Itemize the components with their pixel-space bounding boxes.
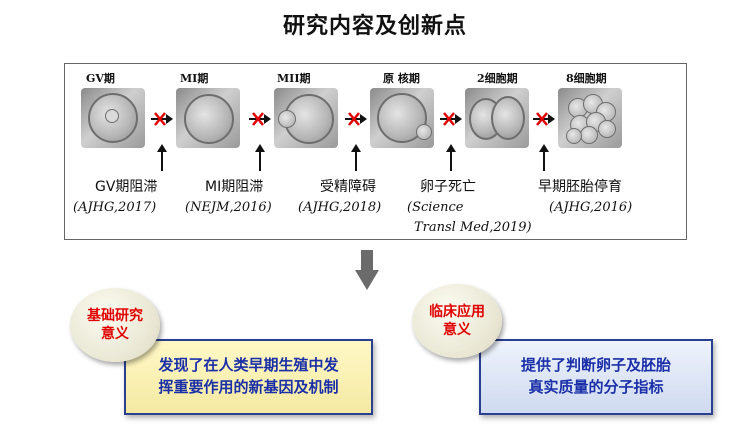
blocked-arrow-icon bbox=[533, 112, 555, 126]
blocked-arrow-icon bbox=[151, 112, 173, 126]
page-title: 研究内容及创新点 bbox=[282, 14, 467, 39]
clinical-significance-box: 提供了判断卵子及胚胎 真实质量的分子指标 bbox=[479, 339, 713, 415]
citation-mii: (AJHG,2018) bbox=[298, 200, 382, 215]
eight-cell-embryo-image bbox=[558, 88, 622, 148]
down-arrow-icon bbox=[355, 250, 379, 290]
citation-gv: (AJHG,2017) bbox=[73, 200, 157, 215]
clinical-bubble-line1: 临床应用 bbox=[429, 304, 485, 320]
two-cell-embryo-image bbox=[465, 88, 529, 148]
stage-label-8cell: 8细胞期 bbox=[566, 72, 607, 85]
clinical-text-line1: 提供了判断卵子及胚胎 bbox=[520, 356, 671, 374]
clinical-bubble: 临床应用 意义 bbox=[412, 284, 502, 358]
basic-research-bubble: 基础研究 意义 bbox=[70, 288, 160, 362]
clinical-bubble-line2: 意义 bbox=[443, 322, 471, 338]
basic-text-line1: 发现了在人类早期生殖中发 bbox=[158, 356, 339, 374]
citation-mi: (NEJM,2016) bbox=[185, 200, 272, 215]
up-arrow-icon bbox=[539, 144, 549, 171]
blocked-arrow-icon bbox=[249, 112, 271, 126]
stage-label-pronuclear: 原 核期 bbox=[383, 72, 420, 85]
up-arrow-icon bbox=[446, 144, 456, 171]
mi-oocyte-image bbox=[176, 88, 240, 148]
citation-pronuclear-line1: (Science bbox=[407, 200, 464, 215]
phenotype-embryo-arrest: 早期胚胎停育 bbox=[538, 179, 622, 195]
stage-label-gv: GV期 bbox=[86, 72, 115, 85]
phenotype-mi-arrest: MI期阻滞 bbox=[205, 179, 264, 195]
phenotype-gv-arrest: GV期阻滞 bbox=[95, 179, 158, 195]
pronuclear-zygote-image bbox=[370, 88, 434, 148]
gv-oocyte-image bbox=[81, 88, 145, 148]
phenotype-fertilization-failure: 受精障碍 bbox=[320, 179, 376, 195]
development-stages-panel: GV期 MI期 MII期 原 核期 2细胞期 8细胞期 bbox=[64, 63, 687, 240]
basic-bubble-line1: 基础研究 bbox=[87, 308, 143, 324]
stage-label-mi: MI期 bbox=[180, 72, 209, 85]
stage-label-mii: MII期 bbox=[277, 72, 311, 85]
basic-research-significance-box: 发现了在人类早期生殖中发 挥重要作用的新基因及机制 bbox=[124, 339, 373, 415]
blocked-arrow-icon bbox=[345, 112, 367, 126]
basic-text-line2: 挥重要作用的新基因及机制 bbox=[158, 378, 339, 396]
mii-oocyte-image bbox=[274, 88, 338, 148]
clinical-text-line2: 真实质量的分子指标 bbox=[528, 378, 664, 396]
citation-pronuclear-line2: Transl Med,2019) bbox=[414, 220, 532, 235]
citation-2cell: (AJHG,2016) bbox=[549, 200, 633, 215]
phenotype-oocyte-death: 卵子死亡 bbox=[420, 179, 476, 195]
up-arrow-icon bbox=[157, 144, 167, 171]
up-arrow-icon bbox=[351, 144, 361, 171]
up-arrow-icon bbox=[255, 144, 265, 171]
stage-label-2cell: 2细胞期 bbox=[477, 72, 518, 85]
basic-bubble-line2: 意义 bbox=[101, 326, 129, 342]
blocked-arrow-icon bbox=[440, 112, 462, 126]
